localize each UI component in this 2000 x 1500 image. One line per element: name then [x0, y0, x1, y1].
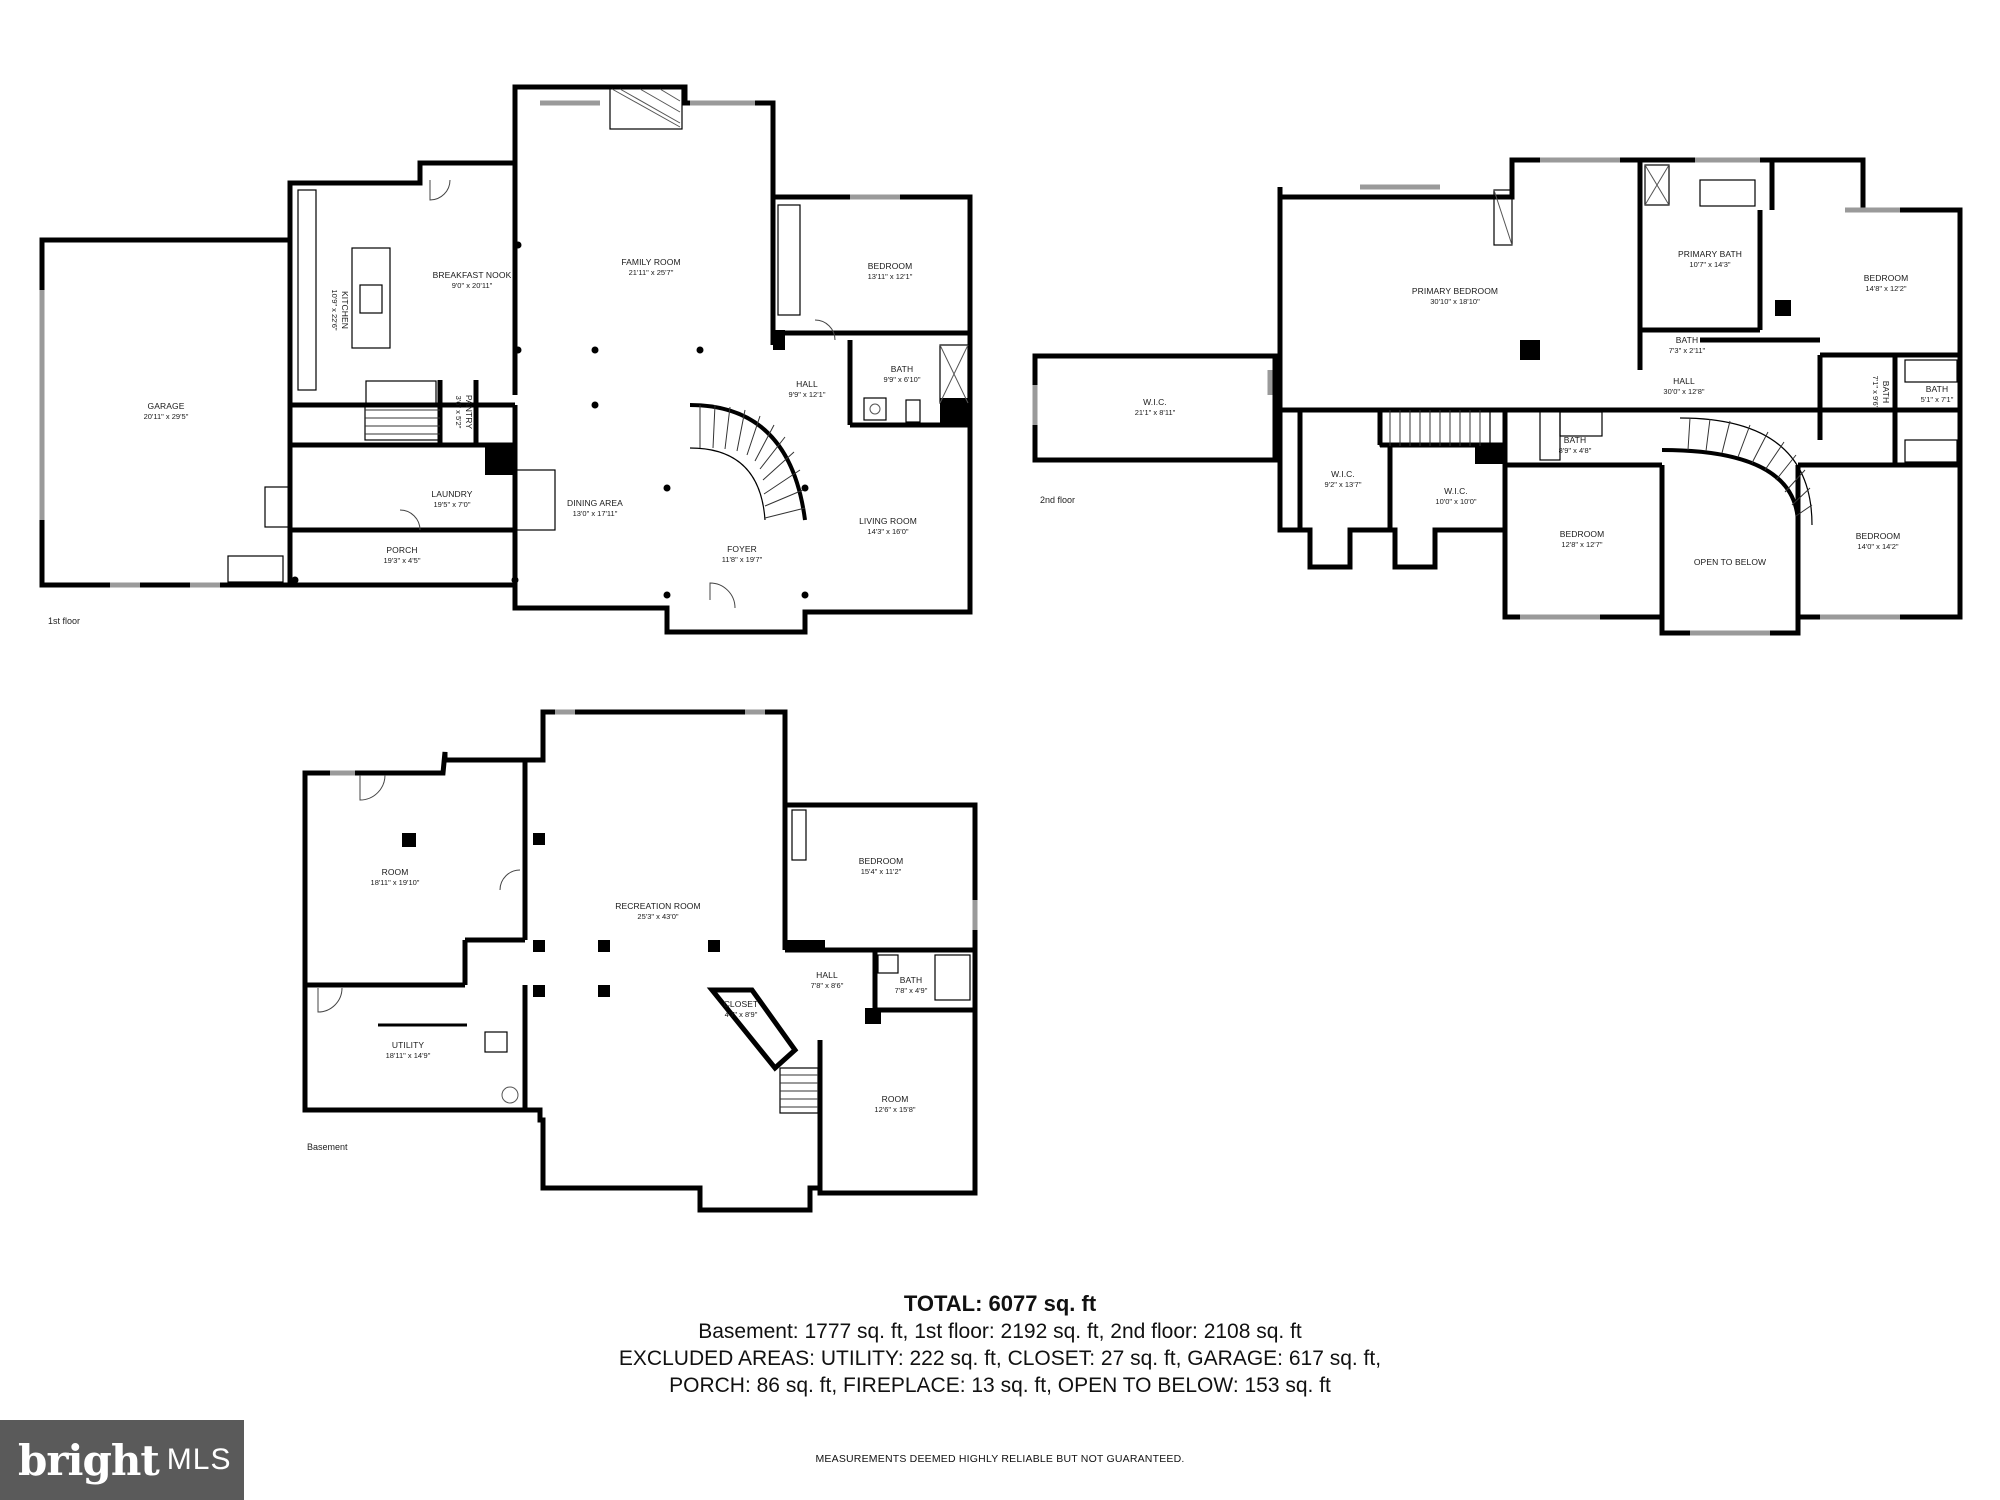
- bath-small-name: BATH: [1676, 335, 1698, 345]
- laundry-name: LAUNDRY: [431, 489, 472, 499]
- logo-mls: MLS: [166, 1443, 232, 1476]
- room-b-name: ROOM: [382, 867, 409, 877]
- room-b2-name: ROOM: [882, 1094, 909, 1104]
- room-b2-dim: 12'6" x 15'8": [874, 1105, 915, 1114]
- basement-label: Basement: [307, 1142, 348, 1152]
- wic-b-name: W.I.C.: [1444, 486, 1468, 496]
- bedroom-b-dim: 15'4" x 11'2": [861, 867, 902, 876]
- open-to-below-name: OPEN TO BELOW: [1694, 557, 1766, 567]
- foyer-dim: 11'8" x 19'7": [722, 555, 763, 564]
- laundry-dim: 19'5" x 7'0": [434, 500, 471, 509]
- hall-b-dim: 7'8" x 8'6": [811, 981, 844, 990]
- recreation-dim: 25'3" x 43'0": [637, 912, 678, 921]
- living-room-dim: 14'3" x 16'0": [867, 527, 908, 536]
- primary-bath-dim: 10'7" x 14'3": [1689, 260, 1730, 269]
- bedroom-ne-dim: 14'8" x 12'2": [1865, 284, 1906, 293]
- primary-bath-name: PRIMARY BATH: [1678, 249, 1742, 259]
- bath-b-name: BATH: [900, 975, 922, 985]
- logo-brand: bright: [18, 1435, 160, 1485]
- bath-v-dim: 7'1" x 9'6": [1871, 376, 1880, 409]
- breakfast-nook-name: BREAKFAST NOOK: [433, 270, 512, 280]
- bath-e-name: BATH: [1926, 384, 1948, 394]
- bedroom-1f-name: BEDROOM: [868, 261, 913, 271]
- wic-b-dim: 10'0" x 10'0": [1435, 497, 1476, 506]
- dining-name: DINING AREA: [567, 498, 623, 508]
- bath-small-dim: 7'3" x 2'11": [1669, 346, 1706, 355]
- wic-a-name: W.I.C.: [1331, 469, 1355, 479]
- bath-1f-dim: 9'9" x 6'10": [884, 375, 921, 384]
- first-floor-plan: 1st floor: [39, 84, 973, 635]
- living-room-name: LIVING ROOM: [859, 516, 917, 526]
- bedroom-sw-dim: 12'8" x 12'7": [1561, 540, 1602, 549]
- wic-big-dim: 21'1" x 8'11": [1135, 408, 1176, 417]
- dining-dim: 13'0" x 17'11": [573, 509, 618, 518]
- utility-name: UTILITY: [392, 1040, 425, 1050]
- garage-name: GARAGE: [148, 401, 185, 411]
- bedroom-b-name: BEDROOM: [859, 856, 904, 866]
- hall-1f-dim: 9'9" x 12'1": [789, 390, 826, 399]
- bedroom-se-name: BEDROOM: [1856, 531, 1901, 541]
- bedroom-1f-dim: 13'11" x 12'1": [868, 272, 913, 281]
- bedroom-se-dim: 14'0" x 14'2": [1857, 542, 1898, 551]
- excluded-areas-cont: PORCH: 86 sq. ft, FIREPLACE: 13 sq. ft, …: [669, 1374, 1331, 1397]
- second-floor-plan: 2nd floor: [1032, 157, 1963, 636]
- bath-2f-name: BATH: [1564, 435, 1586, 445]
- pantry-name: PANTRY: [464, 395, 474, 430]
- second-floor-label: 2nd floor: [1040, 495, 1075, 505]
- bright-mls-logo: bright MLS: [0, 1420, 244, 1500]
- hall-2f-name: HALL: [1673, 376, 1695, 386]
- disclaimer: MEASUREMENTS DEEMED HIGHLY RELIABLE BUT …: [815, 1453, 1185, 1465]
- hall-2f-dim: 30'0" x 12'8": [1663, 387, 1704, 396]
- family-room-name: FAMILY ROOM: [621, 257, 680, 267]
- bath-b-dim: 7'8" x 4'9": [895, 986, 928, 995]
- foyer-name: FOYER: [727, 544, 757, 554]
- bath-2f-dim: 8'9" x 4'8": [1559, 446, 1592, 455]
- wic-a-dim: 9'2" x 13'7": [1325, 480, 1362, 489]
- hall-b-name: HALL: [816, 970, 838, 980]
- hall-1f-name: HALL: [796, 379, 818, 389]
- closet-b-dim: 4'7" x 8'9": [725, 1010, 758, 1019]
- utility-dim: 18'11" x 14'9": [386, 1051, 431, 1060]
- bath-e-dim: 5'1" x 7'1": [1921, 395, 1954, 404]
- closet-b-name: CLOSET: [724, 999, 759, 1009]
- excluded-areas: EXCLUDED AREAS: UTILITY: 222 sq. ft, CLO…: [618, 1347, 1382, 1370]
- bath-1f-name: BATH: [891, 364, 913, 374]
- primary-bedroom-dim: 30'10" x 18'10": [1430, 297, 1480, 306]
- wic-big-name: W.I.C.: [1143, 397, 1167, 407]
- kitchen-name: KITCHEN: [340, 291, 350, 329]
- floor-areas: Basement: 1777 sq. ft, 1st floor: 2192 s…: [698, 1320, 1302, 1343]
- total-area: TOTAL: 6077 sq. ft: [903, 1291, 1097, 1316]
- breakfast-nook-dim: 9'0" x 20'11": [452, 281, 493, 290]
- family-room-dim: 21'11" x 25'7": [629, 268, 674, 277]
- bedroom-ne-name: BEDROOM: [1864, 273, 1909, 283]
- recreation-name: RECREATION ROOM: [615, 901, 700, 911]
- garage-dim: 20'11" x 29'5": [144, 412, 189, 421]
- first-floor-label: 1st floor: [48, 616, 80, 626]
- bath-v-name: BATH: [1881, 381, 1891, 403]
- porch-dim: 19'3" x 4'5": [384, 556, 421, 565]
- bedroom-sw-name: BEDROOM: [1560, 529, 1605, 539]
- pantry-dim: 3'6" x 5'2": [454, 396, 463, 429]
- porch-name: PORCH: [386, 545, 417, 555]
- kitchen-dim: 10'9" x 22'6": [330, 289, 339, 330]
- basement-plan: Basement: [302, 709, 978, 1213]
- area-summary: TOTAL: 6077 sq. ft Basement: 1777 sq. ft…: [0, 1290, 2000, 1399]
- primary-bedroom-name: PRIMARY BEDROOM: [1412, 286, 1498, 296]
- room-b-dim: 18'11" x 19'10": [371, 878, 420, 887]
